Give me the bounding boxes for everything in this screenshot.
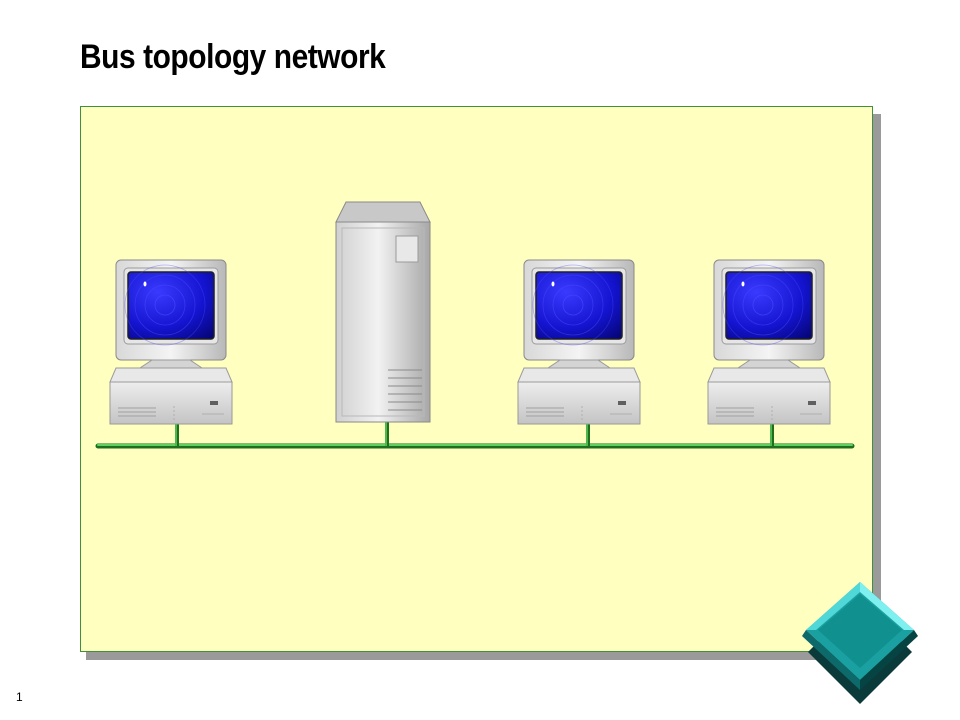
desktop-computer-icon	[517, 259, 641, 425]
bus-cable	[95, 443, 855, 449]
nav-diamond-icon[interactable]	[802, 582, 918, 704]
slide-title: Bus topology network	[80, 38, 386, 76]
drop-cable-4	[770, 422, 774, 446]
tower-server-icon	[335, 201, 431, 423]
drop-cable-2	[385, 422, 389, 446]
desktop-computer-icon	[109, 259, 233, 425]
drop-cable-1	[175, 422, 179, 446]
page-number: 1	[16, 690, 23, 704]
drop-cable-3	[586, 422, 590, 446]
desktop-computer-icon	[707, 259, 831, 425]
